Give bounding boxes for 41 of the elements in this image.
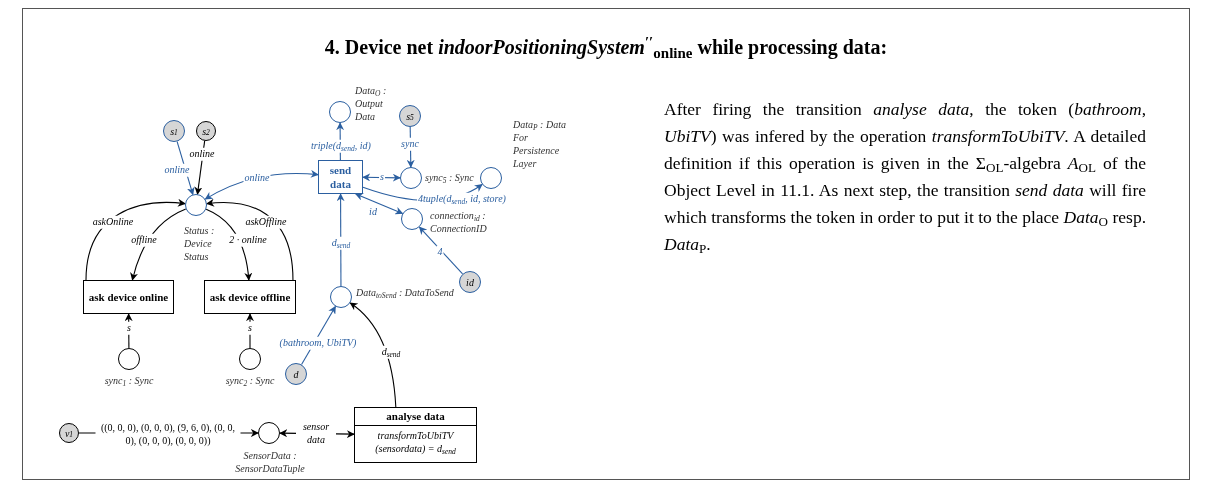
place-label: sync$_{5}$ : Sync [425,171,475,184]
transition-formula: transformToUbiTV (sensordata) = d$_{send}$ [374,429,457,455]
arc-arrow [418,226,464,275]
place-label: Data$_{P}$ : Data For Persistence Layer [513,118,567,170]
place-label: Data$_{toSend}$ : DataToSend [356,286,455,299]
arc-label: s [126,321,132,335]
arc-label: online [163,163,191,177]
transition-title: analyse data [355,408,476,426]
arc-arrow [362,173,401,182]
place-label: SensorData : SensorDataTuple [234,449,306,475]
place-label: Data$_{O}$ : Output Data [355,84,388,123]
arc-arrow [124,313,133,349]
arc-label: d$_{send}$ [380,345,402,359]
arc-label: offline [130,233,158,247]
arc-label: d$_{send}$ [330,236,352,250]
transition-box: ask device online [83,280,174,314]
arc-label: sync [400,137,420,151]
place-label: sync$_{2}$ : Sync [225,374,275,387]
arc-label: askOffline [244,215,288,229]
arc-arrow [246,313,254,349]
transition-box: ask device offline [204,280,296,314]
arc-label: triple(d$_{send}$, id) [310,139,372,153]
arc-label: (bathroom, UbiTV) [278,336,358,350]
arc-arrow [336,193,345,287]
description-text: After firing the transition analyse data, the token (bathroom, UbiTV) was infered by the operation transformToUbiTV. A detailed definition if this operation is given in the Σ$_{OL}$-algebra A$_{OL}$ of the Object Level in 11.1. As next step, the transition send data will fire which transforms the token in order to put it to the place Data$_{O}$ resp. Data$_{P}$. [664,98,1146,258]
arc-arrow [85,199,186,281]
place-label: Status : Device Status [184,224,216,263]
place-label: sync$_{1}$ : Sync [104,374,154,387]
arc-label: 2 · online [228,233,268,247]
arc-label: 4tuple(d$_{send}$, id, store) [417,192,507,206]
arc-label: ((0, 0, 0), (0, 0, 0), (9, 6, 0), (0, 0, 0), (0, 0, 0), (0, 0, 0)) [95,421,241,447]
arc-label: online [243,171,271,185]
arc-label: s [247,321,253,335]
arc-arrow [406,126,415,168]
transition-box [354,407,477,463]
arc-arrow [349,302,397,408]
arc-label: askOnline [91,215,135,229]
transition-box: send data [318,160,363,194]
arc-label: online [188,147,216,161]
title: 4. Device net indoorPositioningSystem$^{′′}$$_{online}$ while processing data: [323,32,889,62]
place-label: connection$_{id}$ : ConnectionID [430,209,488,235]
